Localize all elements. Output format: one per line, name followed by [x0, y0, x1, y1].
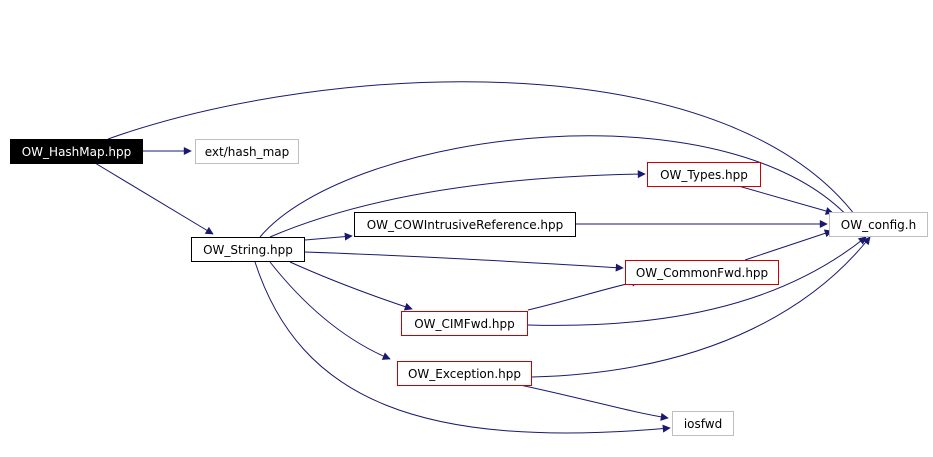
node-ow-cim-fwd[interactable]: OW_CIMFwd.hpp [401, 311, 528, 336]
edge-string-types [269, 170, 646, 238]
node-ow-types[interactable]: OW_Types.hpp [647, 162, 761, 187]
edge-string-cimfwd [289, 261, 413, 311]
node-ow-common-fwd[interactable]: OW_CommonFwd.hpp [625, 260, 779, 285]
node-ow-cow-intrusive-reference[interactable]: OW_COWIntrusiveReference.hpp [354, 212, 576, 237]
node-iosfwd[interactable]: iosfwd [672, 411, 734, 436]
edge-string-cow [304, 232, 353, 241]
edge-string-common [304, 251, 624, 272]
edge-types-config [734, 184, 834, 215]
node-ow-hashmap[interactable]: OW_HashMap.hpp [10, 139, 143, 164]
edge-hashmap-string [94, 162, 214, 235]
node-ow-exception[interactable]: OW_Exception.hpp [397, 361, 532, 386]
node-ow-config[interactable]: OW_config.h [829, 212, 928, 237]
node-ext-hash-map[interactable]: ext/hash_map [195, 139, 299, 164]
edge-string-config [259, 135, 860, 238]
edge-string-exception [269, 261, 391, 360]
edge-exception-config [531, 236, 871, 378]
node-ow-string[interactable]: OW_String.hpp [191, 237, 305, 262]
edge-cimfwd-common [527, 278, 640, 311]
edge-string-iosfwd [254, 261, 671, 434]
edge-cimfwd-config [527, 236, 867, 326]
edge-common-config [744, 229, 833, 261]
edge-hashmap-config [107, 81, 866, 230]
edge-exception-iosfwd [519, 384, 669, 421]
